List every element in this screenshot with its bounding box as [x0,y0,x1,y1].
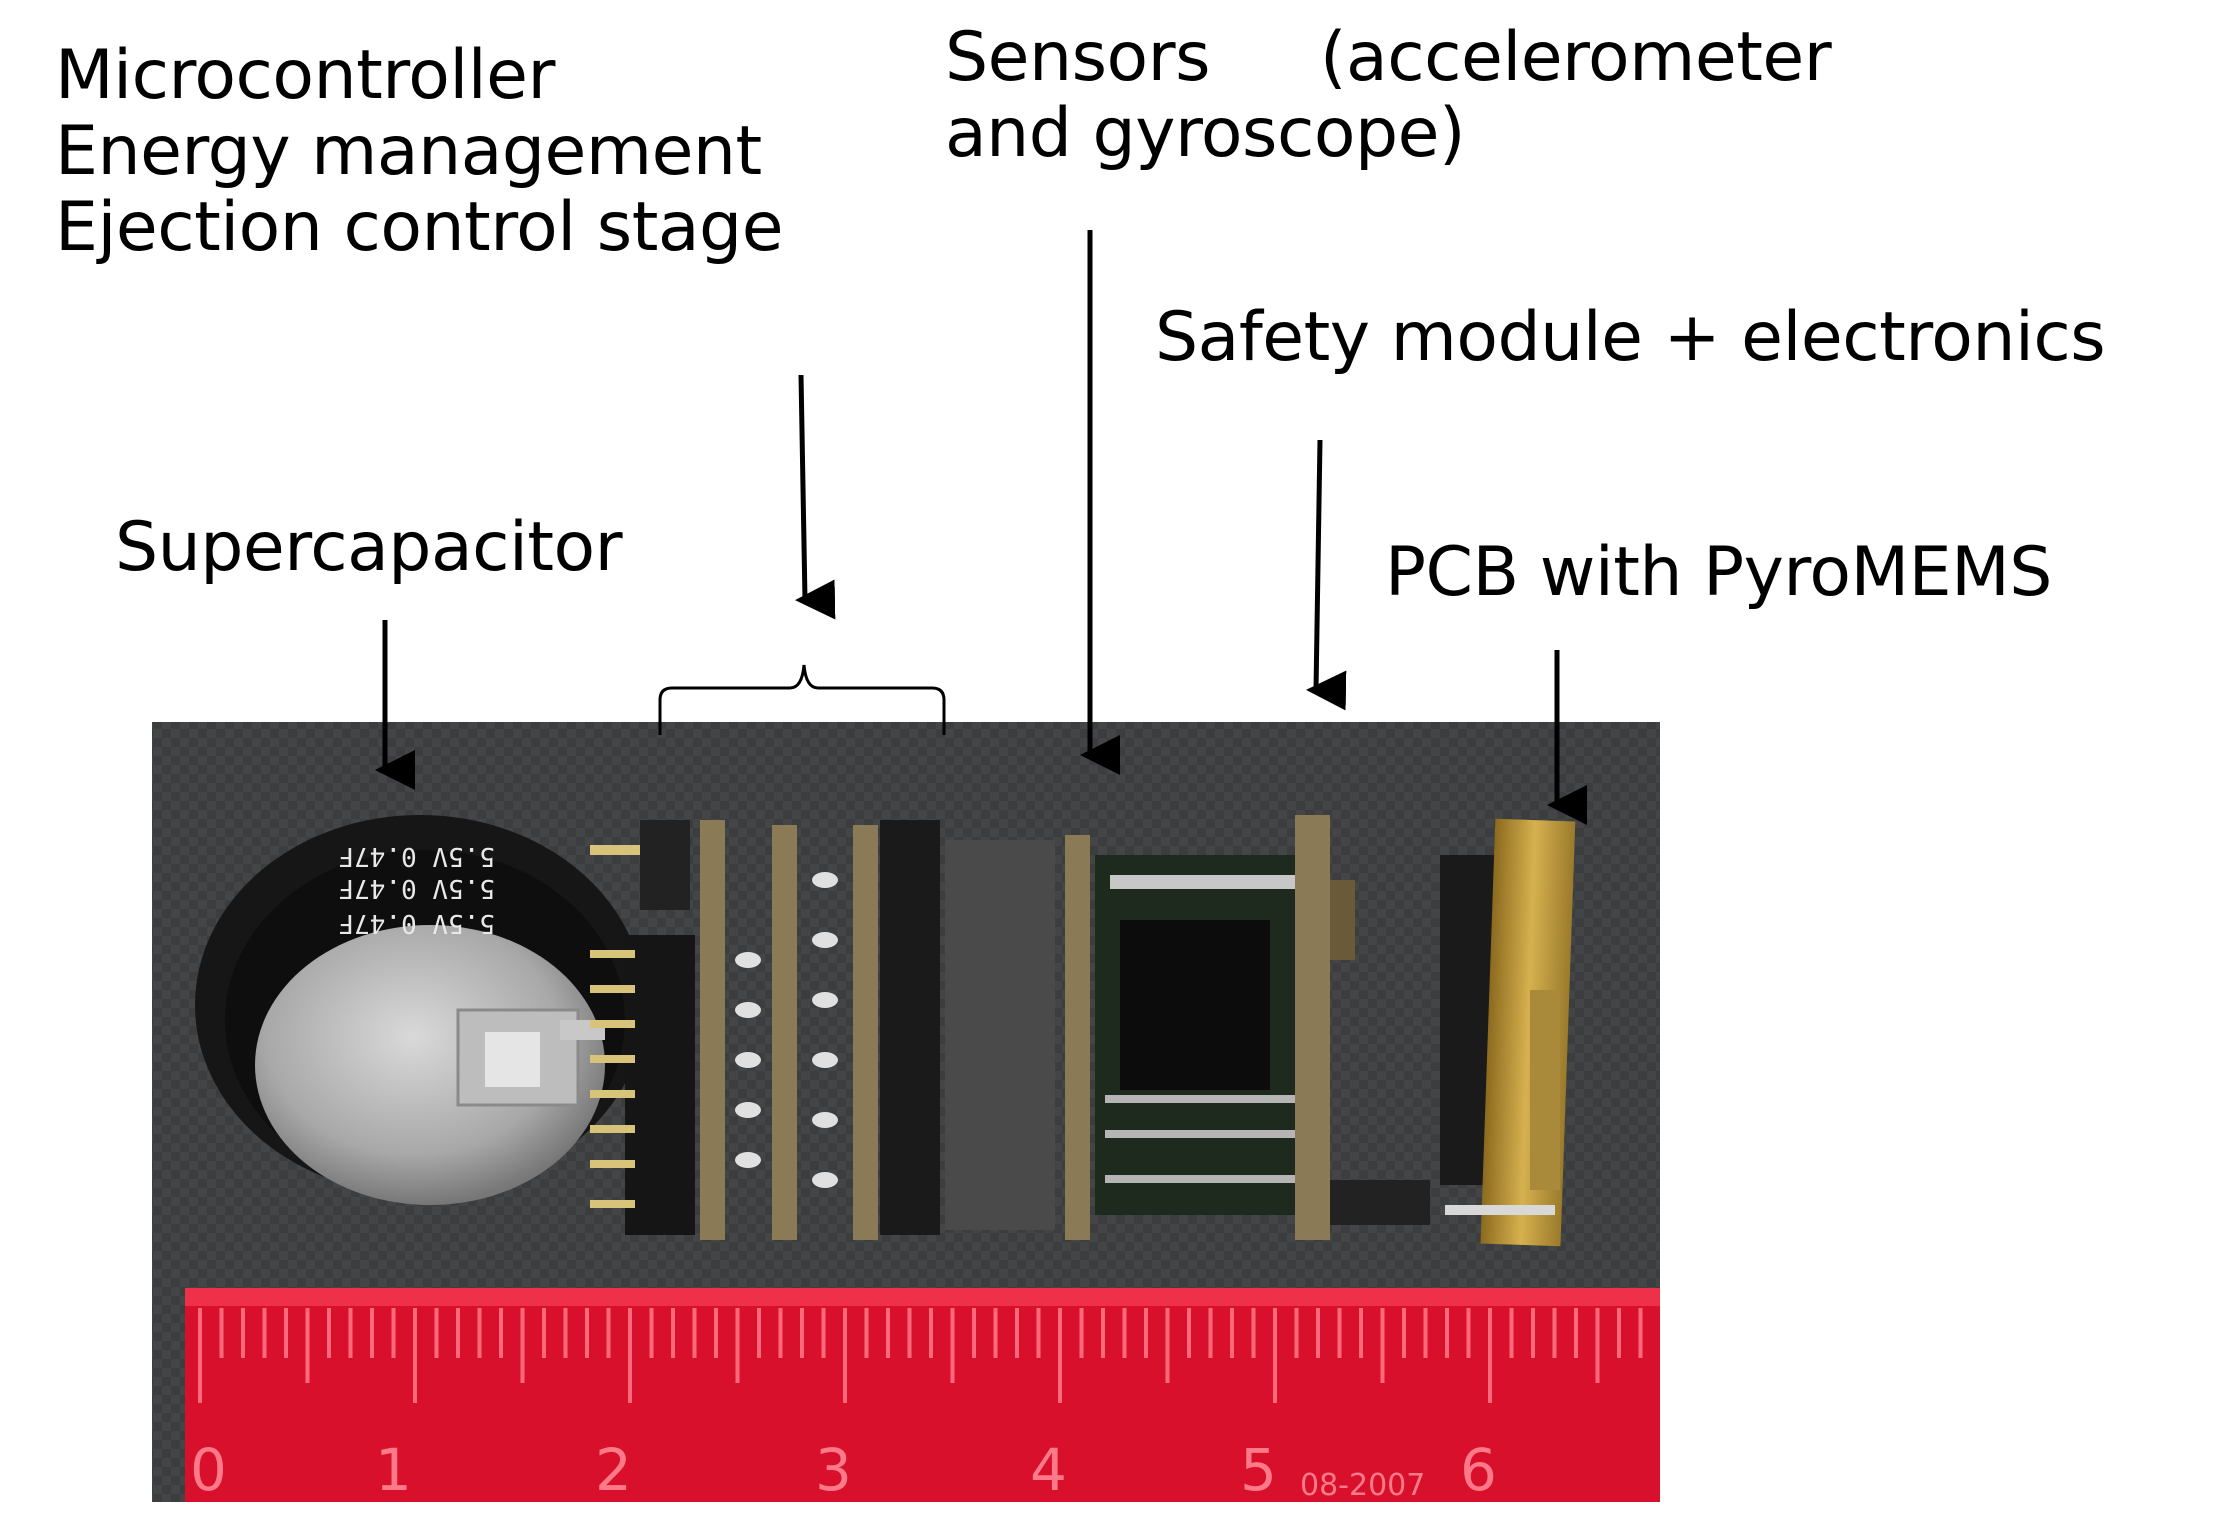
ruler-number: 5 [1240,1436,1277,1504]
module-stack-label: Microcontroller Energy management Ejecti… [55,36,784,268]
capacitor-marking: 5.5V 0.47F [338,841,495,871]
energy-management-label: Energy management [55,112,762,192]
ruler-number: 0 [190,1436,227,1504]
board-stack [700,820,1090,1240]
ruler-stamp: 08-2007 [1300,1468,1425,1503]
safety-module-label: Safety module + electronics [1155,298,2106,377]
module-stack-brace [658,664,946,735]
sensors-label-line2: and gyroscope) [945,94,1465,174]
safety-module-arrow [1306,439,1347,711]
supercapacitor: 5.5V 0.47F 5.5V 0.47F 5.5V 0.47F [195,815,645,1205]
ruler-number: 6 [1460,1436,1497,1504]
module-stack-arrow [795,374,836,620]
microcontroller-label: Microcontroller [55,36,555,115]
sensors-label-paren: (accelerometer [1320,18,1832,97]
ruler-number: 2 [595,1436,632,1504]
safety-module [1095,815,1430,1240]
pcb-pyromems [1440,818,1576,1247]
capacitor-marking: 5.5V 0.47F [338,908,495,938]
ruler-number: 4 [1030,1436,1067,1504]
pcb-pyromems-label: PCB with PyroMEMS [1385,533,2052,612]
sensors-label: Sensors (accelerometer and gyroscope) [945,18,1832,174]
connector-header [590,820,695,1235]
ruler: 0 1 2 3 4 5 08-2007 6 [185,1288,1660,1504]
ejection-control-label: Ejection control stage [55,188,784,268]
ruler-number: 3 [815,1436,852,1504]
capacitor-marking: 5.5V 0.47F [338,873,495,903]
ruler-number: 1 [375,1436,412,1504]
supercapacitor-label: Supercapacitor [115,508,623,587]
sensors-label-word: Sensors [945,18,1211,97]
